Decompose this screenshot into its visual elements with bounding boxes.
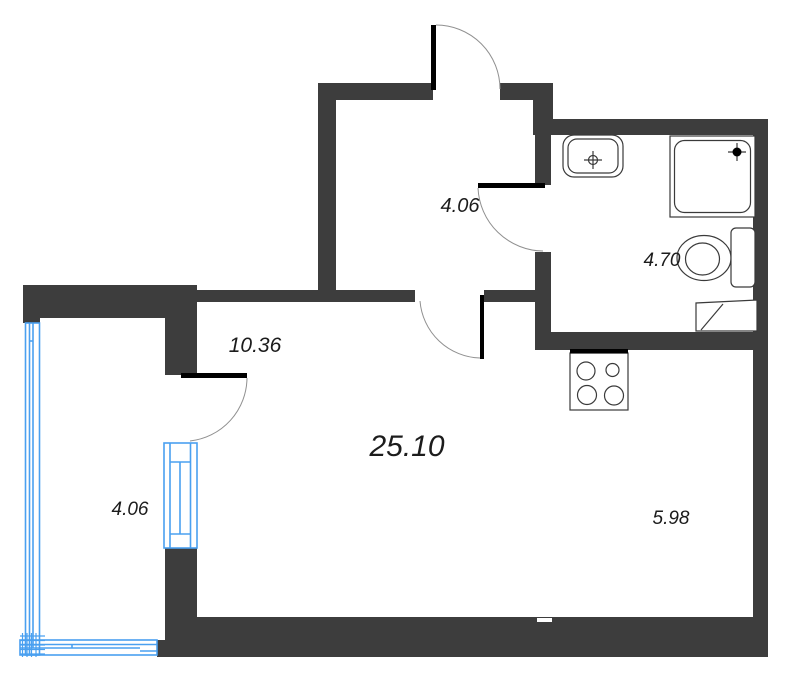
stove-burner-small <box>605 362 620 378</box>
entrance-door-leaf <box>431 25 436 90</box>
door-arcs <box>189 24 544 442</box>
balcony-window <box>163 442 198 549</box>
toilet <box>676 227 756 288</box>
stove-wall-bar <box>570 349 628 354</box>
wall-segment <box>533 119 768 135</box>
room-area-labels: 4.06 4.70 10.36 25.10 4.06 5.98 <box>112 195 690 529</box>
fixtures <box>562 134 758 411</box>
washing-machine-symbol <box>695 299 758 332</box>
shower <box>669 135 756 218</box>
sink <box>562 134 624 178</box>
glazing-corner-grid <box>20 633 45 657</box>
solid-marks <box>570 147 742 354</box>
wall-segment <box>484 290 535 302</box>
wall-segment <box>157 640 197 657</box>
wall-segment <box>500 83 553 100</box>
entrance-door-swing-arc <box>435 24 501 90</box>
stove <box>569 352 629 411</box>
wall-segment <box>535 252 551 350</box>
balcony-glazing <box>19 322 198 657</box>
wall-segment <box>165 285 197 375</box>
wall-segment <box>165 548 197 657</box>
wall-segment <box>535 135 551 185</box>
wall-segment <box>23 285 40 323</box>
wall-segment <box>193 617 768 657</box>
toilet-bowl-inner <box>684 242 721 276</box>
balcony-door-leaf <box>181 373 247 378</box>
washer-fold-line <box>700 303 724 331</box>
wall-segment <box>753 119 768 657</box>
toilet-tank <box>730 227 756 288</box>
room-area-label-hallway: 4.06 <box>441 195 481 217</box>
room-area-label-kitchen: 5.98 <box>653 508 690 529</box>
walls <box>23 83 768 657</box>
room-area-label-living: 25.10 <box>368 430 444 463</box>
living-room-door-leaf <box>480 295 484 359</box>
living-room-door-swing-arc <box>419 300 481 359</box>
window-frame-outer <box>163 442 198 549</box>
door-leaves <box>181 25 545 378</box>
room-area-label-bathroom: 4.70 <box>644 250 681 271</box>
shower-inner <box>673 139 752 214</box>
stove-burner <box>603 385 625 406</box>
wall-segment <box>318 83 336 298</box>
wall-segment <box>535 332 768 350</box>
shower-drain-icon <box>732 147 742 157</box>
balcony-door-swing-arc <box>189 377 248 442</box>
stove-burner <box>576 361 596 381</box>
wall-notch <box>537 618 552 622</box>
bathroom-door-swing-arc <box>477 187 544 252</box>
wall-segment <box>318 83 433 100</box>
room-area-label-balcony: 4.06 <box>112 499 149 520</box>
wall-segment <box>197 290 415 302</box>
room-area-label-niche: 10.36 <box>229 334 282 357</box>
stove-burner <box>576 384 598 406</box>
bathroom-door-leaf <box>478 183 545 188</box>
washer-body <box>695 299 758 332</box>
